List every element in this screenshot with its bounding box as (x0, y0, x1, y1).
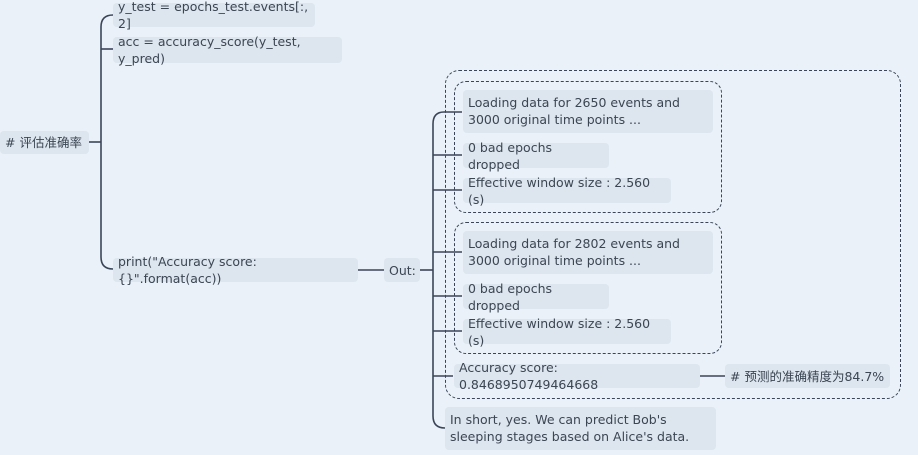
group2-dashed-frame (454, 222, 722, 354)
node-g2-loading[interactable]: Loading data for 2802 events and 3000 or… (463, 231, 713, 274)
outer-dashed-frame (445, 70, 901, 399)
node-out[interactable]: Out: (384, 258, 420, 282)
node-print[interactable]: print("Accuracy score: {}".format(acc)) (113, 254, 358, 286)
node-conclusion[interactable]: In short, yes. We can predict Bob's slee… (445, 407, 716, 450)
node-g2-dropped[interactable]: 0 bad epochs dropped (463, 281, 609, 313)
node-g1-window[interactable]: Effective window size : 2.560 (s) (463, 175, 671, 207)
node-g1-dropped[interactable]: 0 bad epochs dropped (463, 140, 609, 172)
connector-out-trunk (432, 111, 446, 429)
connector-root-trunk (100, 14, 114, 270)
node-y-test[interactable]: y_test = epochs_test.events[:, 2] (113, 0, 315, 31)
node-g2-window[interactable]: Effective window size : 2.560 (s) (463, 316, 671, 348)
node-accuracy-note[interactable]: # 预测的准确精度为84.7% (725, 364, 890, 388)
node-acc[interactable]: acc = accuracy_score(y_test, y_pred) (113, 34, 342, 66)
node-g1-loading[interactable]: Loading data for 2650 events and 3000 or… (463, 90, 713, 133)
root-node[interactable]: # 评估准确率 (0, 131, 89, 154)
node-accuracy-result[interactable]: Accuracy score: 0.8468950749464668 (454, 360, 700, 392)
group1-dashed-frame (454, 81, 722, 213)
